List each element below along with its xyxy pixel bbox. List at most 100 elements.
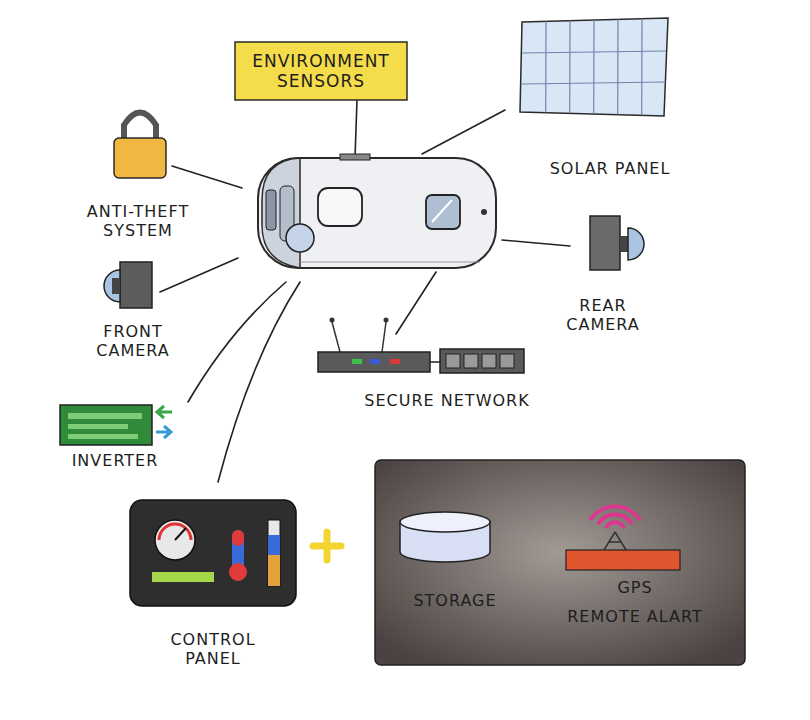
router-illustration-part — [500, 354, 514, 368]
leader-lines-part — [502, 240, 570, 246]
rear-camera-node: REAR CAMERA — [548, 210, 658, 334]
front-camera-node: FRONT CAMERA — [78, 256, 188, 360]
router-illustration-part — [370, 359, 380, 364]
rear-camera-illustration-part — [620, 236, 628, 252]
plus-sign-part — [313, 532, 341, 560]
solar-panel-illustration-part — [545, 21, 546, 112]
control-panel-illustration-part — [268, 535, 280, 555]
solar-panel-illustration-part — [641, 19, 642, 116]
storage-node: STORAGE — [390, 510, 520, 610]
node-sublabel: REMOTE ALART — [567, 607, 703, 626]
sensor-box-part — [235, 42, 407, 100]
control-panel-illustration-part — [268, 520, 280, 586]
leader-lines-part — [218, 282, 300, 482]
camper-illustration-part — [266, 190, 276, 230]
camper-illustration-part — [300, 261, 480, 262]
node-label: SOLAR PANEL — [550, 159, 671, 178]
gps-antenna — [566, 507, 680, 570]
anti-theft-node: ANTI-THEFT SYSTEM — [67, 112, 210, 240]
storage-cylinder-part — [400, 512, 490, 532]
front-camera-illustration-part — [120, 262, 152, 308]
lock-illustration — [114, 113, 166, 179]
camper-illustration-part — [481, 209, 487, 215]
node-label: REAR CAMERA — [553, 296, 653, 334]
leader-lines-part — [355, 100, 357, 158]
node-label: GPS — [617, 578, 652, 597]
solar-panel-illustration-part — [593, 20, 594, 114]
router-illustration-part — [390, 359, 400, 364]
control-panel-illustration — [130, 500, 296, 606]
node-label: FRONT CAMERA — [83, 322, 183, 360]
group-panel — [375, 460, 745, 665]
inverter-illustration — [60, 405, 172, 445]
gps-antenna-part — [606, 522, 624, 528]
network-node: SECURE NETWORK — [312, 312, 582, 410]
router-illustration-part — [440, 349, 524, 373]
inverter-illustration-part — [156, 426, 171, 438]
rear-camera-illustration-part — [628, 228, 644, 260]
lock-illustration-part — [124, 113, 156, 141]
front-camera-illustration-part — [104, 270, 120, 302]
router-illustration — [318, 318, 524, 374]
leader-lines-part — [422, 110, 505, 154]
inverter-illustration-part — [68, 434, 138, 439]
control-panel-illustration-part — [232, 530, 244, 546]
group-panel-part — [375, 460, 745, 665]
sensor-box — [235, 42, 407, 100]
camper-illustration-part — [318, 188, 362, 226]
leader-lines-part — [396, 272, 436, 334]
inverter-illustration-part — [68, 413, 142, 419]
group-panel-node: STORAGE GPS REMOTE ALART — [375, 460, 745, 665]
solar-panel-illustration-part — [522, 82, 666, 84]
rear-camera-illustration — [590, 216, 644, 270]
control-panel-illustration-part — [229, 563, 247, 581]
node-label: SECURE NETWORK — [364, 391, 529, 410]
node-label: CONTROL PANEL — [153, 630, 273, 668]
router-illustration-part — [446, 354, 460, 368]
router-illustration-part — [330, 318, 335, 323]
leader-lines-part — [172, 166, 242, 188]
camper-illustration-part — [432, 200, 452, 222]
solar-panel-illustration-part — [569, 21, 570, 114]
router-illustration-part — [446, 354, 514, 368]
solar-panel-illustration-part — [522, 19, 666, 116]
router-illustration-part — [482, 354, 496, 368]
router-illustration-part — [430, 361, 440, 363]
inverter-node: INVERTER — [50, 400, 180, 470]
lock-illustration-part — [114, 138, 166, 178]
router-illustration-part — [384, 318, 389, 323]
control-panel-illustration-part — [159, 524, 191, 540]
camper-illustration-part — [286, 224, 314, 252]
control-panel-illustration-part — [268, 555, 280, 586]
leader-lines-part — [160, 258, 238, 292]
front-camera-illustration — [104, 262, 152, 308]
router-illustration-part — [464, 354, 478, 368]
gps-antenna-part — [566, 550, 680, 570]
gps-antenna-part — [604, 532, 626, 550]
router-illustration-part — [332, 322, 386, 352]
solar-panel-illustration — [520, 18, 668, 116]
node-label: ENVIRONMENT SENSORS — [241, 51, 401, 92]
leader-lines-part — [188, 282, 286, 402]
node-label: INVERTER — [72, 451, 159, 470]
solar-panel-illustration-part — [520, 18, 668, 116]
node-label: STORAGE — [413, 591, 496, 610]
control-panel-node: CONTROL PANEL — [125, 494, 301, 668]
camper-illustration-part — [258, 158, 496, 268]
inverter-illustration-part — [68, 424, 128, 429]
camper-illustration-part — [340, 154, 370, 160]
leader-lines — [160, 100, 570, 482]
node-label: ANTI-THEFT SYSTEM — [71, 202, 206, 240]
control-panel-illustration-part — [155, 520, 195, 560]
router-illustration-part — [352, 359, 362, 364]
gps-node: GPS REMOTE ALART — [535, 486, 735, 626]
camper-illustration-part — [426, 195, 460, 229]
solar-panel-node: SOLAR PANEL — [515, 14, 705, 178]
solar-panel-illustration-part — [617, 19, 618, 114]
control-panel-illustration-part — [130, 500, 296, 606]
front-camera-illustration-part — [112, 278, 120, 294]
camper-illustration — [258, 154, 496, 268]
control-panel-illustration-part — [152, 572, 214, 582]
control-panel-illustration-part — [175, 528, 186, 540]
